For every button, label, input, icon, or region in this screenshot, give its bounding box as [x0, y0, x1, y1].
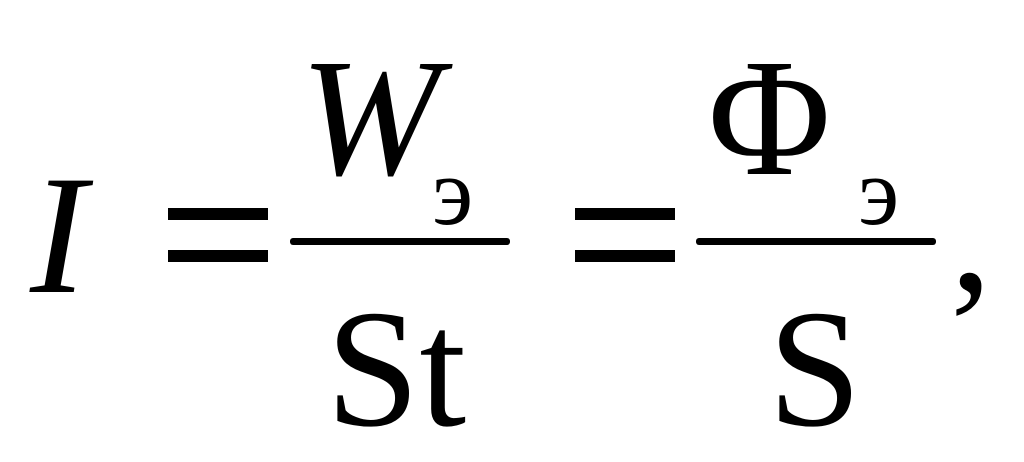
fraction-2-bar	[696, 238, 936, 245]
fraction-2-numerator-subscript: э	[858, 138, 900, 245]
trailing-comma: ,	[950, 141, 992, 327]
equals-sign-1-top-bar	[168, 208, 268, 220]
fraction-1-denominator: St	[326, 276, 467, 462]
lhs-variable-i: I	[30, 141, 87, 329]
fraction-1-bar	[290, 238, 510, 245]
fraction-2-numerator: Φ	[708, 25, 831, 211]
fraction-1-numerator: W	[300, 25, 440, 211]
fraction-1-numerator-subscript: э	[432, 138, 474, 245]
equals-sign-2-bottom-bar	[575, 250, 675, 262]
equals-sign-1-bottom-bar	[168, 250, 268, 262]
equals-sign-2-top-bar	[575, 208, 675, 220]
fraction-2-denominator: S	[768, 276, 862, 462]
